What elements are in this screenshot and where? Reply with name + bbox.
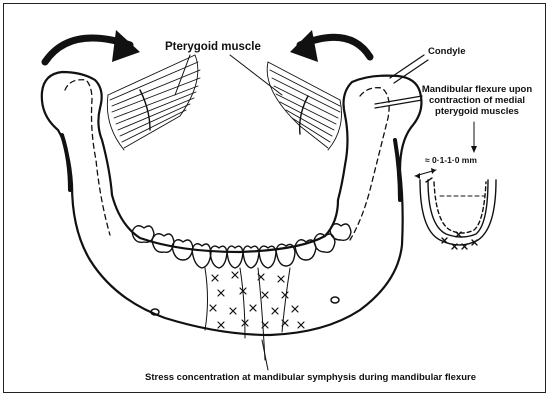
right-mental-foramen	[331, 297, 339, 303]
flexure-arrowhead	[471, 146, 477, 153]
flexure-range-label: ≈ 0·1-1·0 mm	[425, 156, 477, 166]
right-pterygoid-muscle	[267, 62, 341, 150]
stress-leader	[262, 340, 268, 370]
left-pterygoid-muscle	[107, 55, 200, 150]
stress-concentration-caption: Stress concentration at mandibular symph…	[145, 373, 476, 384]
flexure-inset-diagram	[415, 168, 496, 249]
mandibular-flexure-label: Mandibular flexure upon contraction of m…	[413, 85, 541, 118]
left-rotation-arrow	[45, 30, 140, 62]
flexure-label-line-3: pterygoid muscles	[413, 107, 541, 118]
mandible-outline	[42, 72, 422, 335]
pterygoid-muscle-label: Pterygoid muscle	[165, 41, 261, 54]
stress-marks	[210, 272, 304, 328]
condyle-label: Condyle	[428, 47, 465, 58]
right-rotation-arrow	[290, 30, 370, 62]
pterygoid-leader-2	[230, 55, 282, 95]
